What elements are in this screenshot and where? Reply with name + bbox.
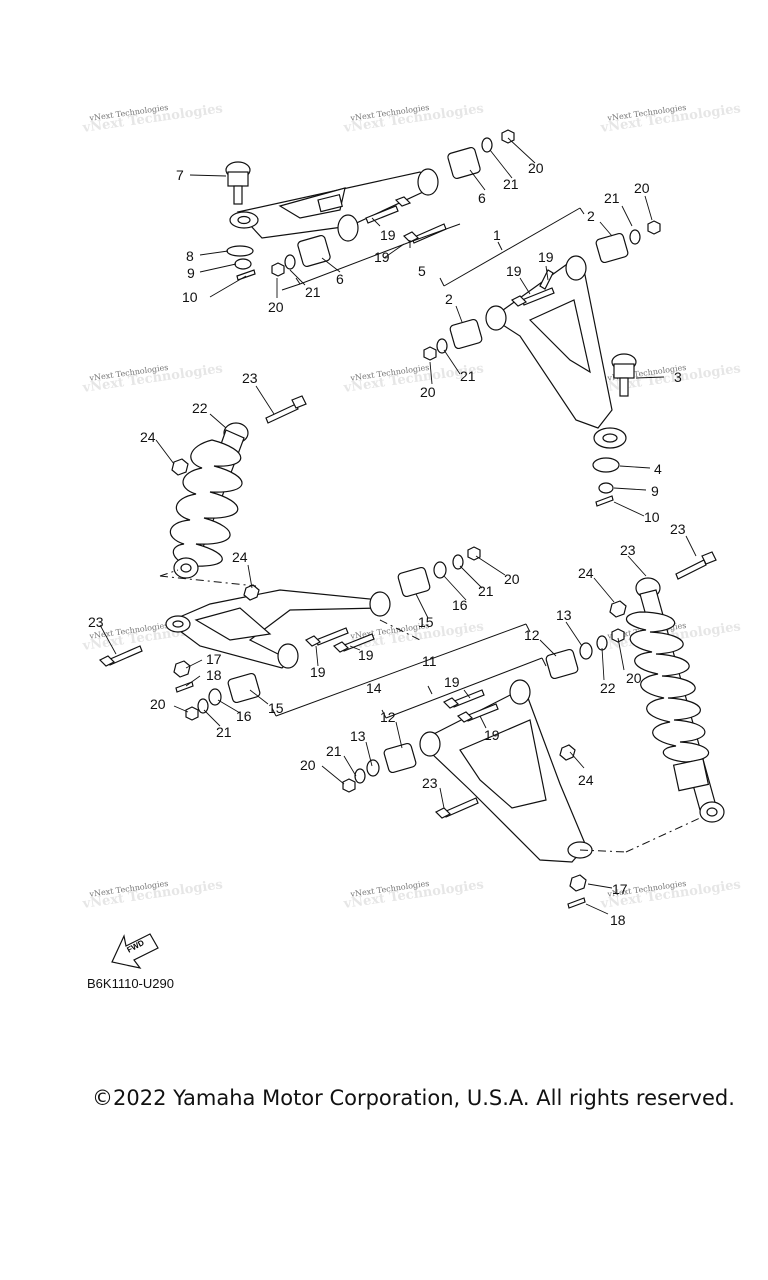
callout-label: 19 — [444, 674, 460, 690]
lower-front-bushings-15 — [185, 546, 481, 721]
callout-label: 22 — [600, 680, 616, 696]
bolts-19-lower-front — [98, 584, 375, 693]
callout-label: 5 — [418, 263, 426, 279]
callout-label: 14 — [366, 680, 382, 696]
callout-label: 20 — [300, 757, 316, 773]
bolts-19-lower-rear — [434, 689, 587, 909]
upper-bushings-2 — [423, 220, 661, 361]
callout-labels: 7 8 9 10 20 21 6 19 19 5 6 21 20 1 2 21 … — [88, 160, 686, 928]
callout-label: 23 — [670, 521, 686, 537]
callout-label: 21 — [216, 724, 232, 740]
callout-label: 19 — [310, 664, 326, 680]
upper-bushings-6 — [271, 129, 515, 277]
callout-label: 6 — [478, 190, 486, 206]
callout-label: 18 — [610, 912, 626, 928]
callout-label: 10 — [182, 289, 198, 305]
callout-label: 6 — [336, 271, 344, 287]
callout-label: 19 — [484, 727, 500, 743]
callout-label: 8 — [186, 248, 194, 264]
ball-joint-7 — [225, 161, 251, 205]
copyright-notice: ©2022 Yamaha Motor Corporation, U.S.A. A… — [92, 1086, 735, 1110]
callout-label: 10 — [644, 509, 660, 525]
callout-label: 22 — [192, 400, 208, 416]
callout-label: 20 — [634, 180, 650, 196]
callout-label: 23 — [88, 614, 104, 630]
callout-label: 20 — [504, 571, 520, 587]
callout-label: 2 — [587, 208, 595, 224]
ball-joint-3 — [611, 353, 637, 397]
callout-label: 16 — [452, 597, 468, 613]
callout-label: 23 — [422, 775, 438, 791]
callout-label: 18 — [206, 667, 222, 683]
bolts-19-rear-upper — [510, 269, 555, 307]
callout-label: 24 — [578, 772, 594, 788]
callout-label: 19 — [506, 263, 522, 279]
washer-8-nut-9-pin-10 — [226, 245, 256, 281]
callout-label: 23 — [620, 542, 636, 558]
callout-label: 20 — [150, 696, 166, 712]
callout-label: 20 — [528, 160, 544, 176]
callout-label: 4 — [654, 461, 662, 477]
callout-label: 21 — [503, 176, 519, 192]
callout-label: 20 — [626, 670, 642, 686]
callout-label: 11 — [422, 653, 437, 669]
callout-label: 24 — [578, 565, 594, 581]
callout-label: 24 — [232, 549, 248, 565]
callout-label: 21 — [326, 743, 342, 759]
callout-label: 21 — [604, 190, 620, 206]
lower-arm-14 — [165, 589, 391, 669]
shock-absorber-right-22 — [609, 551, 725, 823]
shock-absorber-left-22 — [169, 395, 307, 579]
callout-label: 9 — [187, 265, 195, 281]
callout-label: 13 — [350, 728, 366, 744]
callout-label: 2 — [445, 291, 453, 307]
callout-label: 19 — [374, 249, 390, 265]
lower-arm-11 — [419, 679, 593, 863]
diagram-code: B6K1110-U290 — [87, 976, 174, 991]
lower-rear-bushings-12 — [342, 628, 625, 793]
circlip-4-nut-9-pin-10 — [592, 457, 620, 507]
callout-label: 20 — [268, 299, 284, 315]
callout-label: 13 — [556, 607, 572, 623]
callout-label: 19 — [380, 227, 396, 243]
upper-arm-1 — [485, 255, 627, 449]
callout-label: 21 — [478, 583, 494, 599]
callout-label: 23 — [242, 370, 258, 386]
callout-label: 24 — [140, 429, 156, 445]
callout-label: 7 — [176, 167, 184, 183]
leader-lines — [99, 137, 697, 915]
callout-label: 9 — [651, 483, 659, 499]
callout-label: 20 — [420, 384, 436, 400]
callout-label: 12 — [380, 709, 396, 725]
group-brackets — [159, 207, 701, 853]
upper-arm-5 — [229, 168, 439, 242]
callout-label: 17 — [612, 881, 628, 897]
callout-label: 19 — [358, 647, 374, 663]
callout-label: 15 — [268, 700, 284, 716]
fwd-arrow: FWD — [111, 933, 159, 969]
callout-label: 16 — [236, 708, 252, 724]
callout-label: 17 — [206, 651, 222, 667]
callout-label: 3 — [674, 369, 682, 385]
callout-label: 21 — [305, 284, 321, 300]
callout-label: 21 — [460, 368, 476, 384]
callout-label: 19 — [538, 249, 554, 265]
callout-label: 15 — [418, 614, 434, 630]
callout-label: 12 — [524, 627, 540, 643]
callout-label: 1 — [493, 227, 501, 243]
